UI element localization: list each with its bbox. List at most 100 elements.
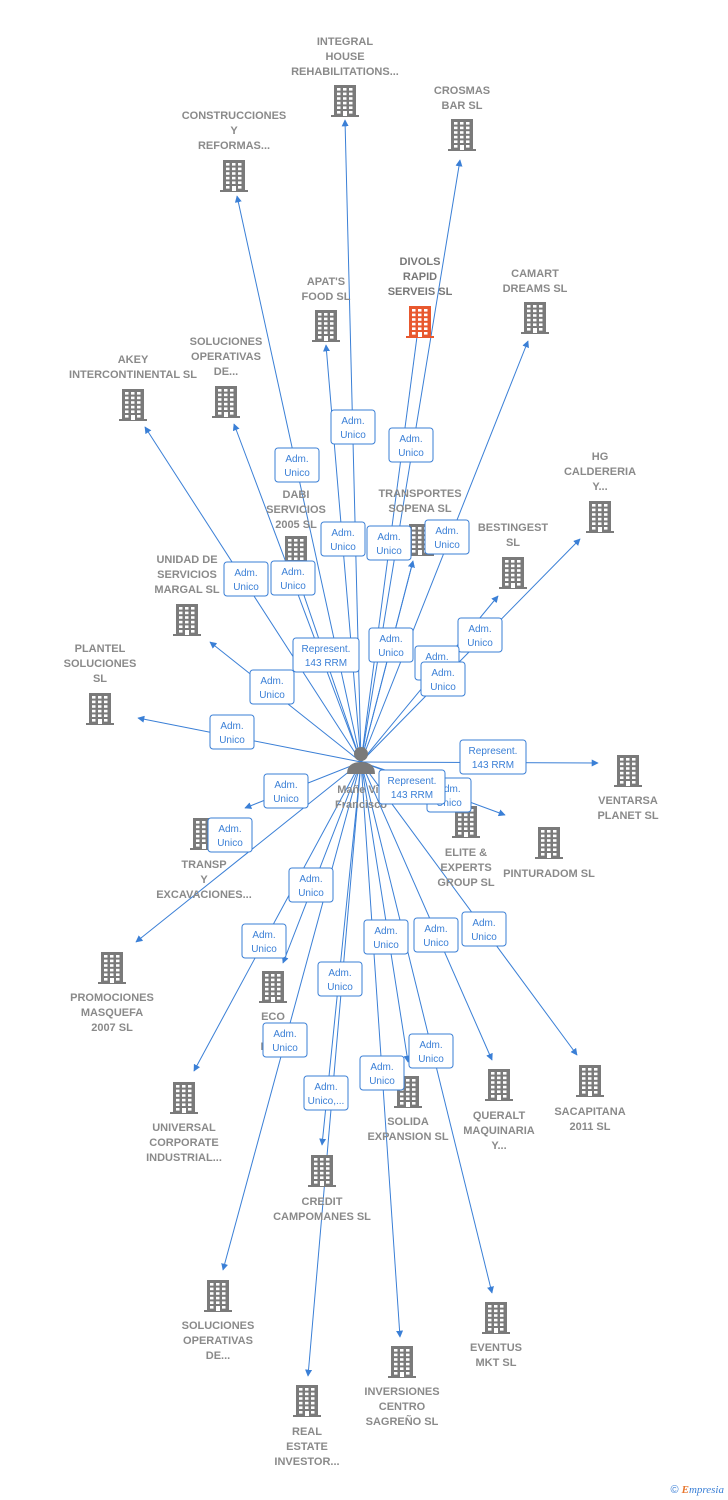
building-icon-camart[interactable] — [521, 302, 549, 334]
company-label-soluciones2[interactable]: DE... — [206, 1350, 230, 1362]
building-icon-universal[interactable] — [170, 1082, 198, 1114]
company-label-promociones[interactable]: PROMOCIONES — [70, 992, 154, 1004]
company-label-solida[interactable]: SOLIDA — [387, 1116, 429, 1128]
edge-label-integral[interactable]: Adm.Unico — [330, 409, 376, 445]
company-label-unidad[interactable]: UNIDAD DE — [156, 554, 217, 566]
company-label-ventarsa[interactable]: VENTARSA — [598, 795, 658, 807]
company-label-promociones[interactable]: 2007 SL — [91, 1022, 133, 1034]
company-label-plantel[interactable]: PLANTEL — [75, 643, 126, 655]
company-label-inversiones[interactable]: INVERSIONES — [364, 1386, 439, 1398]
company-label-apats[interactable]: FOOD SL — [302, 291, 351, 303]
company-label-transp_exc[interactable]: TRANSP — [181, 859, 226, 871]
company-label-inversiones[interactable]: SAGREÑO SL — [366, 1415, 439, 1428]
building-icon-queralt[interactable] — [485, 1069, 513, 1101]
edge-label-eco[interactable]: Adm.Unico — [288, 867, 334, 903]
company-label-soluciones1[interactable]: OPERATIVAS — [191, 351, 261, 363]
building-icon-hg[interactable] — [586, 501, 614, 533]
building-icon-soluciones1[interactable] — [212, 386, 240, 418]
company-label-camart[interactable]: CAMART — [511, 268, 559, 280]
company-label-divols[interactable]: RAPID — [403, 271, 437, 283]
edge-label-divols[interactable]: Adm.Unico — [366, 525, 412, 561]
company-label-camart[interactable]: DREAMS SL — [503, 283, 568, 295]
company-label-real_estate[interactable]: ESTATE — [286, 1441, 328, 1453]
edge-label-hg[interactable]: Adm.Unico — [457, 617, 503, 653]
company-label-solida[interactable]: EXPANSION SL — [367, 1131, 448, 1143]
company-label-hg[interactable]: Y... — [592, 481, 607, 493]
company-label-crosmas[interactable]: CROSMAS — [434, 85, 490, 97]
company-label-hg[interactable]: CALDERERIA — [564, 466, 636, 478]
edge-label-sacapitana[interactable]: Adm.Unico — [413, 917, 459, 953]
edge-label-unidad[interactable]: Adm.Unico — [249, 669, 295, 705]
edge-label-construcciones[interactable]: Adm.Unico — [274, 447, 320, 483]
company-label-ventarsa[interactable]: PLANET SL — [597, 810, 658, 822]
company-label-bestingest[interactable]: SL — [506, 537, 520, 549]
company-label-unidad[interactable]: SERVICIOS — [157, 569, 217, 581]
building-icon-elite[interactable] — [452, 806, 480, 838]
building-icon-integral[interactable] — [331, 85, 359, 117]
building-icon-crosmas[interactable] — [448, 119, 476, 151]
building-icon-credit[interactable] — [308, 1155, 336, 1187]
edge-label-plantel[interactable]: Adm.Unico — [209, 714, 255, 750]
edge-label-akey[interactable]: Adm.Unico — [223, 561, 269, 597]
company-label-queralt[interactable]: QUERALT — [473, 1110, 526, 1122]
company-label-construcciones[interactable]: REFORMAS... — [198, 140, 270, 152]
building-icon-promociones[interactable] — [98, 952, 126, 984]
company-label-apats[interactable]: APAT'S — [307, 276, 345, 288]
company-label-universal[interactable]: INDUSTRIAL... — [146, 1152, 222, 1164]
edge-label-apats[interactable]: Adm.Unico — [320, 521, 366, 557]
edge-label-eventus[interactable]: Adm.Unico — [408, 1033, 454, 1069]
building-icon-ventarsa[interactable] — [614, 755, 642, 787]
company-label-transp_exc[interactable]: Y — [200, 874, 208, 886]
company-label-unidad[interactable]: MARGAL SL — [154, 584, 219, 596]
building-icon-akey[interactable] — [119, 389, 147, 421]
company-label-akey[interactable]: INTERCONTINENTAL SL — [69, 369, 197, 381]
edge-label-queralt[interactable]: Adm.Unico — [363, 919, 409, 955]
edge-label-dabi[interactable]: Adm.Unico — [368, 627, 414, 663]
company-label-dabi[interactable]: SERVICIOS — [266, 504, 326, 516]
company-label-integral[interactable]: INTEGRAL — [317, 36, 374, 48]
edge-label-transportes_sopena[interactable]: Represent.143 RRM — [292, 637, 360, 673]
edge-label-soluciones1[interactable]: Adm.Unico — [270, 560, 316, 596]
company-label-eco[interactable]: ECO — [261, 1011, 285, 1023]
building-icon-inversiones[interactable] — [388, 1346, 416, 1378]
company-label-divols[interactable]: SERVEIS SL — [388, 286, 453, 298]
edge-label-credit[interactable]: Adm.Unico — [461, 911, 507, 947]
company-label-eventus[interactable]: EVENTUS — [470, 1342, 522, 1354]
building-icon-eco[interactable] — [259, 971, 287, 1003]
company-label-soluciones2[interactable]: OPERATIVAS — [183, 1335, 253, 1347]
company-label-universal[interactable]: CORPORATE — [149, 1137, 218, 1149]
company-label-hg[interactable]: HG — [592, 451, 609, 463]
edge-label-transp_exc[interactable]: Adm.Unico — [263, 773, 309, 809]
company-label-plantel[interactable]: SOLUCIONES — [64, 658, 137, 670]
company-label-integral[interactable]: REHABILITATIONS... — [291, 66, 399, 78]
building-icon-apats[interactable] — [312, 310, 340, 342]
company-label-universal[interactable]: UNIVERSAL — [152, 1122, 216, 1134]
company-label-real_estate[interactable]: REAL — [292, 1426, 322, 1438]
building-icon-pinturadom[interactable] — [535, 827, 563, 859]
edge-label-universal[interactable]: Adm.Unico — [241, 923, 287, 959]
edge-label-crosmas[interactable]: Adm.Unico — [388, 427, 434, 463]
building-icon-real_estate[interactable] — [293, 1385, 321, 1417]
person-icon[interactable] — [347, 747, 375, 774]
company-label-eventus[interactable]: MKT SL — [476, 1357, 517, 1369]
company-label-sacapitana[interactable]: 2011 SL — [570, 1121, 611, 1133]
edge-label-pinturadom[interactable]: Represent.143 RRM — [378, 769, 446, 805]
company-label-transp_exc[interactable]: EXCAVACIONES... — [156, 889, 252, 901]
building-icon-sacapitana[interactable] — [576, 1065, 604, 1097]
company-label-credit[interactable]: CREDIT — [302, 1196, 343, 1208]
company-label-promociones[interactable]: MASQUEFA — [81, 1007, 143, 1019]
company-label-dabi[interactable]: DABI — [283, 489, 310, 501]
company-label-soluciones1[interactable]: SOLUCIONES — [190, 336, 263, 348]
company-label-integral[interactable]: HOUSE — [325, 51, 364, 63]
company-label-elite[interactable]: ELITE & — [445, 847, 487, 859]
edge-label-ventarsa[interactable]: Represent.143 RRM — [459, 739, 527, 775]
company-label-divols[interactable]: DIVOLS — [400, 256, 441, 268]
center-person-label[interactable]: Mañe Vic — [337, 784, 385, 796]
company-label-elite[interactable]: GROUP SL — [437, 877, 495, 889]
company-label-transportes_sopena[interactable]: TRANSPORTES — [378, 488, 461, 500]
company-label-elite[interactable]: EXPERTS — [440, 862, 491, 874]
building-icon-divols[interactable] — [406, 306, 434, 338]
company-label-real_estate[interactable]: INVESTOR... — [274, 1456, 339, 1468]
building-icon-unidad[interactable] — [173, 604, 201, 636]
company-label-queralt[interactable]: MAQUINARIA — [463, 1125, 535, 1137]
